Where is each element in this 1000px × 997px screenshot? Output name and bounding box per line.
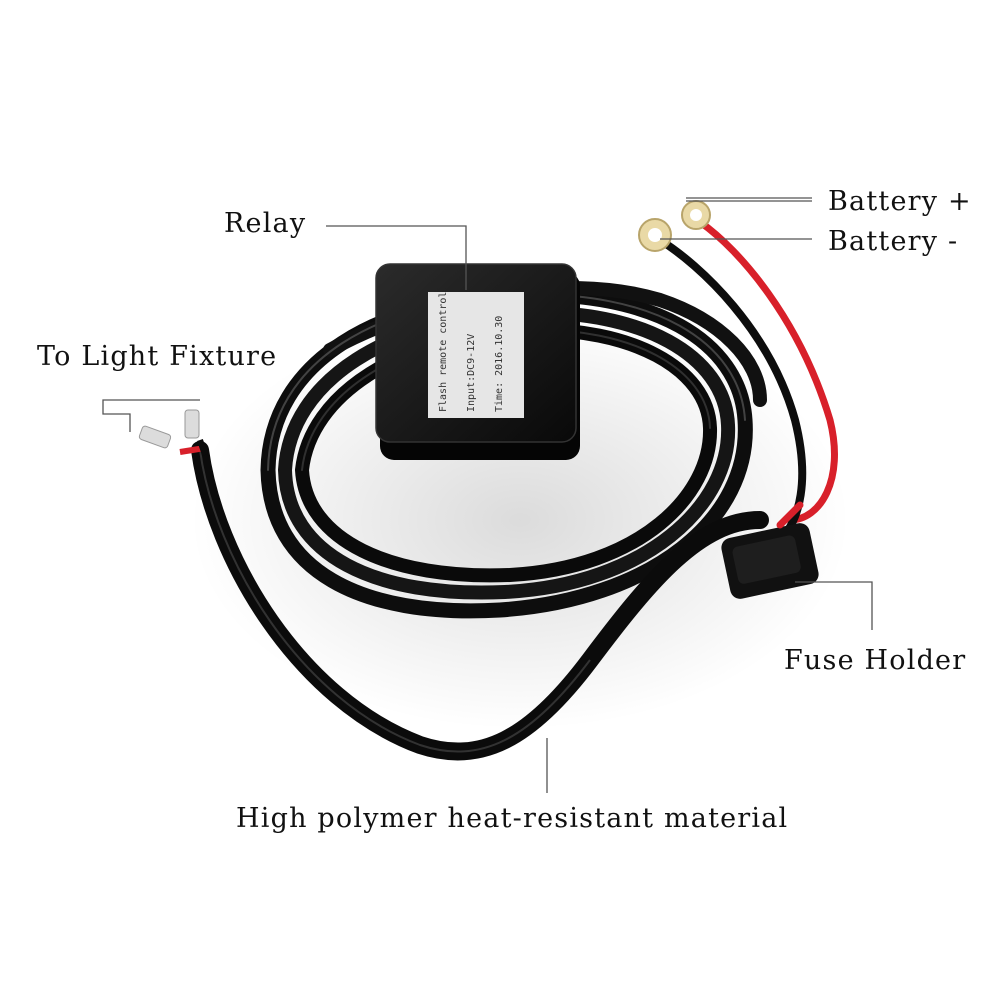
- fuse-holder: [721, 501, 819, 599]
- fuse-holder-label: Fuse Holder: [784, 645, 967, 676]
- floor-shadow: [190, 310, 850, 730]
- light-fixture-label: To Light Fixture: [37, 341, 278, 372]
- ring-terminals: [638, 200, 711, 252]
- material-label: High polymer heat-resistant material: [236, 803, 789, 834]
- fuse-leader: [795, 581, 873, 630]
- battery-plus-label: Battery +: [828, 186, 972, 217]
- callout-lines: [102, 197, 873, 793]
- relay-sticker: [428, 292, 524, 418]
- light-leader: [102, 399, 200, 432]
- sticker-line-2: Input:DC9-12V: [466, 334, 477, 412]
- battery-minus-label: Battery -: [828, 226, 959, 257]
- positive-wire: [696, 218, 838, 524]
- relay-leader: [326, 225, 467, 290]
- relay-label: Relay: [224, 208, 307, 239]
- sticker-line-3: Time: 2016.10.30: [494, 316, 505, 412]
- relay-box: Flash remote control Input:DC9-12V Time:…: [375, 263, 580, 460]
- sticker-line-1: Flash remote control: [438, 292, 449, 412]
- light-fixture-connectors: [138, 409, 208, 456]
